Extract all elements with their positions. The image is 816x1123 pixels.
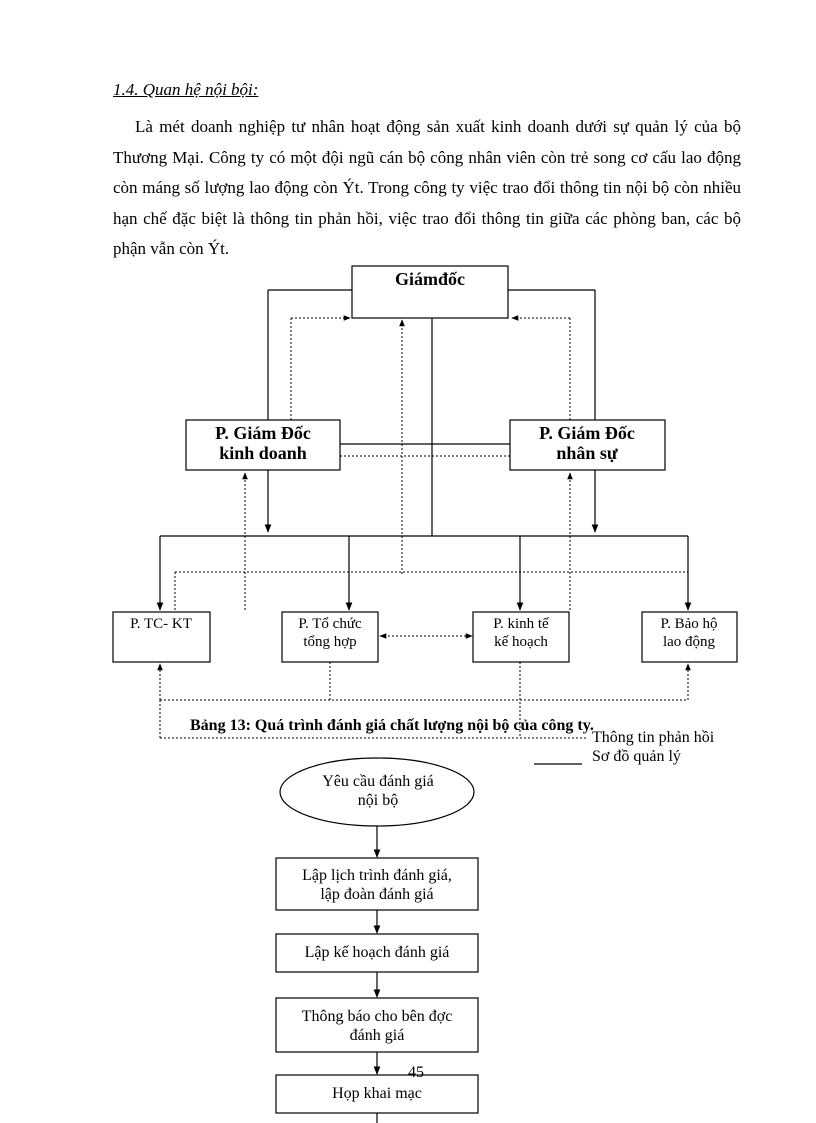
flow-step-1-box <box>275 857 479 911</box>
management-lines <box>156 289 692 611</box>
dept-tc-kt-box: P. TC- KT <box>112 611 211 663</box>
flow-step-3-box <box>275 997 479 1053</box>
vice-hr-label-2: nhân sự <box>556 443 618 463</box>
flow-step-4-label: Họp khai mạc <box>332 1085 422 1102</box>
page-number: 45 <box>408 1064 424 1081</box>
dept-to-chuc-box: P. Tổ chức tổng hợp <box>281 611 379 663</box>
flow-step-3-label-2: đánh giá <box>350 1027 405 1044</box>
vice-business-box: P. Giám Đốc kinh doanh <box>185 419 341 471</box>
table-caption: Bảng 13: Quá trình đánh giá chất lượng n… <box>190 717 594 734</box>
intro-paragraph: Là mét doanh nghiệp tư nhân hoạt động sả… <box>113 112 741 265</box>
flowchart: Yêu cầu đánh giá nội bộ Lập lịch trình đ… <box>275 757 479 1123</box>
flow-step-2-label: Lập kế hoạch đánh giá <box>305 944 450 961</box>
intro-paragraph-text: Là mét doanh nghiệp tư nhân hoạt động sả… <box>113 117 741 258</box>
flow-start-label-1: Yêu cầu đánh giá <box>322 773 434 790</box>
flow-step-1-label-2: lập đoàn đánh giá <box>320 886 433 903</box>
dept-bao-ho-label-2: lao động <box>663 634 716 650</box>
flow-step-3-label-1: Thông báo cho bên đợc <box>302 1008 453 1025</box>
director-label: Giámđốc <box>395 269 465 289</box>
flow-start-label-2: nội bộ <box>358 792 398 809</box>
flow-step-1-label-1: Lập lịch trình đánh giá, <box>302 867 452 884</box>
flow-step-4-box <box>275 1074 479 1114</box>
section-heading: 1.4. Quan hệ nội bội: <box>113 80 259 99</box>
flow-step-2-box <box>275 933 479 973</box>
feedback-lines <box>157 315 691 739</box>
legend-management: Sơ đồ quản lý <box>592 748 681 765</box>
vice-hr-label-1: P. Giám Đốc <box>539 423 635 443</box>
dept-bao-ho-label-1: P. Bảo hộ <box>660 616 717 632</box>
dept-tc-kt-label: P. TC- KT <box>130 616 192 632</box>
vice-business-label-2: kinh doanh <box>219 443 307 463</box>
dept-kinh-te-label-1: P. kinh tế <box>493 616 549 632</box>
legend-feedback: Thông tin phản hồi <box>592 729 715 746</box>
dept-kinh-te-label-2: kế hoạch <box>494 634 548 650</box>
dept-bao-ho-box: P. Bảo hộ lao động <box>641 611 738 663</box>
director-box: Giámđốc <box>351 265 509 319</box>
dept-to-chuc-label-2: tổng hợp <box>303 634 356 650</box>
dept-to-chuc-label-1: P. Tổ chức <box>298 616 362 632</box>
dept-kinh-te-box: P. kinh tế kế hoạch <box>472 611 570 663</box>
vice-hr-box: P. Giám Đốc nhân sự <box>509 419 666 471</box>
vice-business-label-1: P. Giám Đốc <box>215 423 311 443</box>
